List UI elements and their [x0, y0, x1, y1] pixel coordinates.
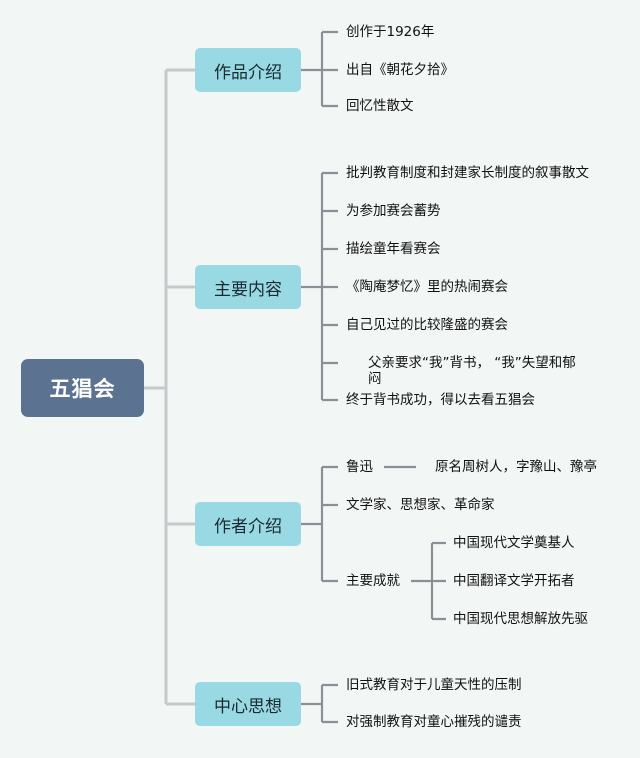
leaf-text: 鲁迅 [346, 459, 373, 475]
leaf-text: 对强制教育对童心摧残的谴责 [346, 714, 522, 730]
leaf-text: 描绘童年看赛会 [346, 241, 441, 257]
leaf-text: 父亲要求“我”背书， “我”失望和郁闷 [368, 355, 576, 387]
branch-label: 作者介绍 [214, 516, 282, 537]
leaf-text: 《陶庵梦忆》里的热闹赛会 [346, 279, 508, 295]
branch-label: 中心思想 [214, 696, 282, 717]
leaf-text: 中国现代思想解放先驱 [453, 611, 588, 627]
leaf-text: 中国翻译文学开拓者 [453, 573, 575, 589]
branch-central-idea: 中心思想 [195, 682, 301, 726]
leaf-text: 出自《朝花夕拾》 [346, 62, 454, 78]
leaf-text: 终于背书成功，得以去看五猖会 [346, 392, 535, 408]
branch-main-content: 主要内容 [195, 265, 301, 309]
branch-work-intro: 作品介绍 [195, 48, 301, 92]
leaf-text: 自己见过的比较隆盛的赛会 [346, 317, 508, 333]
leaf-text: 旧式教育对于儿童天性的压制 [346, 677, 522, 693]
leaf-text: 原名周树人，字豫山、豫亭 [435, 459, 597, 475]
root-node: 五猖会 [21, 359, 144, 417]
branch-label: 主要内容 [214, 279, 282, 300]
leaf-text: 中国现代文学奠基人 [453, 535, 575, 551]
leaf-text: 回忆性散文 [346, 98, 414, 114]
leaf-text: 为参加赛会蓄势 [346, 203, 441, 219]
leaf-text: 主要成就 [346, 573, 400, 589]
leaf-text: 批判教育制度和封建家长制度的叙事散文 [346, 165, 589, 181]
branch-label: 作品介绍 [214, 62, 282, 83]
branch-author-intro: 作者介绍 [195, 502, 301, 546]
leaf-text: 创作于1926年 [346, 24, 435, 40]
root-title: 五猖会 [49, 377, 116, 401]
leaf-text: 文学家、思想家、革命家 [346, 497, 495, 513]
